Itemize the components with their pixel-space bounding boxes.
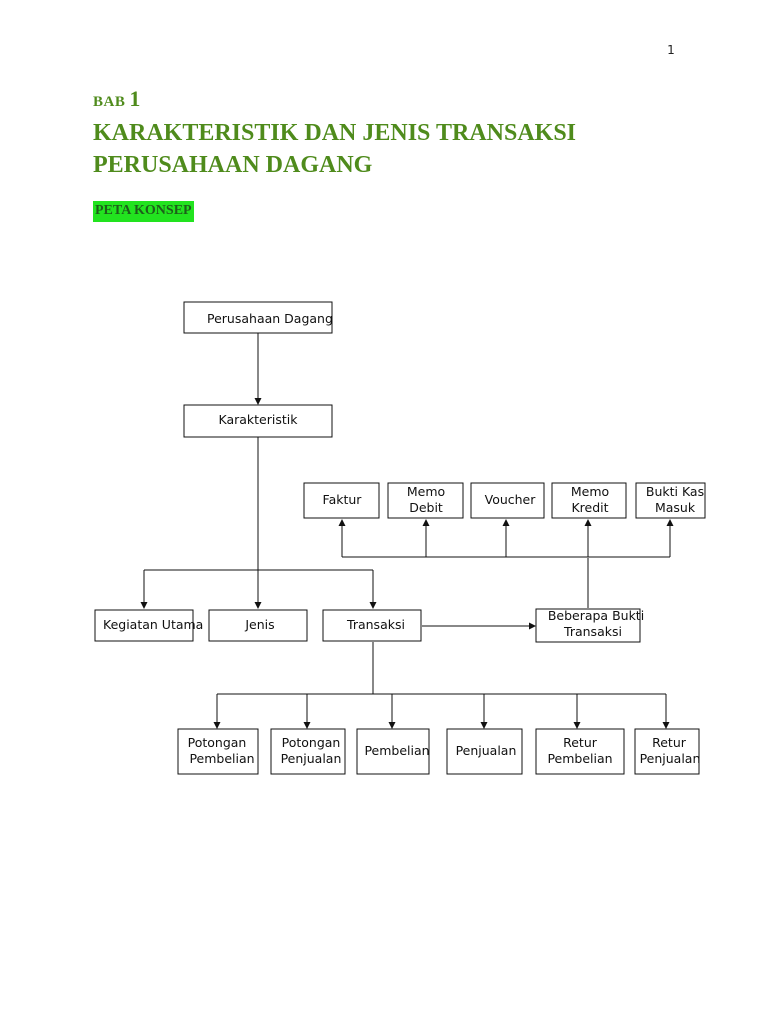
page-number: 1 [667,43,675,57]
box-kegiatan-utama-label: Kegiatan Utama [103,617,203,632]
box-karakteristik-label: Karakteristik [218,412,298,427]
box-kegiatan-utama: Kegiatan Utama [94,609,203,642]
box-jenis-label: Jenis [244,617,274,632]
box-perusahaan-dagang-label: Perusahaan Dagang [207,311,333,326]
chapter-prefix: BAB [93,94,126,110]
box-bukti-kas-masuk-line-1: Bukti Kas [646,484,704,499]
box-bukti-line-2: Transaksi [563,624,622,639]
box-pembelian: Pembelian [356,728,430,775]
box-bukti-kas-masuk: Bukti Kas Masuk [635,482,706,519]
box-transaksi: Transaksi [322,609,422,642]
connectors [140,333,674,729]
box-memo-debit: Memo Debit [387,482,464,519]
box-retur-pembelian: Retur Pembelian [535,728,625,775]
box-bukti-line-1: Beberapa Bukti [548,608,644,623]
box-transaksi-label: Transaksi [346,617,405,632]
box-beberapa-bukti-transaksi: Beberapa Bukti Transaksi [535,608,644,643]
box-bukti-kas-masuk-line-2: Masuk [655,500,696,515]
box-faktur-label: Faktur [323,492,363,507]
chapter-title-line-2: PERUSAHAAN DAGANG [93,152,373,178]
box-potongan-penjualan-line-1: Potongan [282,735,341,750]
box-retur-pembelian-line-2: Pembelian [547,751,612,766]
concept-map-label: PETA KONSEP [93,201,194,222]
box-potongan-pembelian-line-1: Potongan [188,735,247,750]
box-memo-kredit: Memo Kredit [551,482,627,519]
box-jenis: Jenis [208,609,308,642]
box-memo-debit-line-1: Memo [407,484,445,499]
box-retur-penjualan-line-2: Penjualan [640,751,701,766]
box-retur-penjualan-line-1: Retur [652,735,687,750]
chapter-title-line-1: KARAKTERISTIK DAN JENIS TRANSAKSI [93,120,577,146]
chapter-title: KARAKTERISTIK DAN JENIS TRANSAKSI PERUSA… [93,117,693,181]
box-potongan-pembelian: Potongan Pembelian [177,728,259,775]
box-memo-kredit-line-2: Kredit [571,500,608,515]
box-voucher-label: Voucher [485,492,537,507]
box-karakteristik: Karakteristik [183,404,333,438]
box-memo-kredit-line-1: Memo [571,484,609,499]
box-potongan-penjualan: Potongan Penjualan [270,728,346,775]
box-perusahaan-dagang: Perusahaan Dagang [183,301,333,334]
box-potongan-pembelian-line-2: Pembelian [189,751,254,766]
box-memo-debit-line-2: Debit [409,500,443,515]
box-retur-pembelian-line-1: Retur [563,735,598,750]
box-faktur: Faktur [303,482,380,519]
box-pembelian-label: Pembelian [364,743,429,758]
chapter-heading: BAB 1 [93,86,140,112]
box-penjualan-label: Penjualan [456,743,517,758]
box-retur-penjualan: Retur Penjualan [634,728,701,775]
box-penjualan: Penjualan [446,728,523,775]
box-voucher: Voucher [470,482,545,519]
box-potongan-penjualan-line-2: Penjualan [281,751,342,766]
chapter-number: 1 [129,86,141,111]
